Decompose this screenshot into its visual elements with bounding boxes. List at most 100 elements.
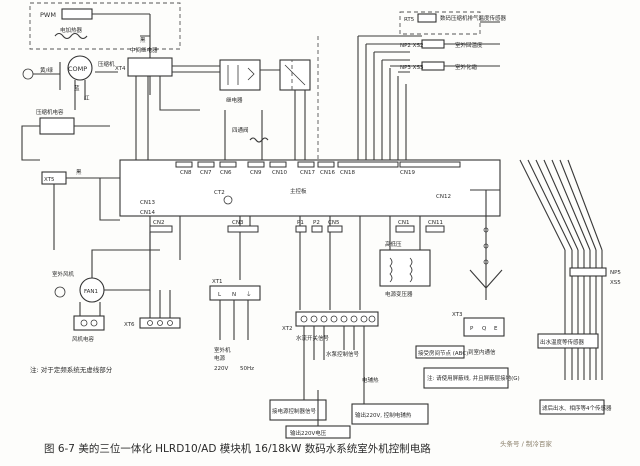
- sensor-bus-top: [358, 35, 422, 73]
- pwm-dashed-zone: [29, 2, 181, 50]
- four-way-valve-label: 四通阀: [232, 126, 249, 134]
- dashed-valve-wire: [291, 36, 319, 160]
- outdoor-fan-label: 室外风机: [52, 270, 75, 278]
- xt1-freq: 50Hz: [240, 366, 254, 372]
- transformer-coils: [389, 257, 413, 283]
- pwm-label: PWM: [40, 11, 56, 19]
- heater-label: 电加热器: [60, 26, 83, 34]
- np2-desc: 室外回温度: [455, 41, 483, 49]
- cn16-label: CN16: [320, 170, 335, 176]
- cn7-connector: [197, 161, 215, 168]
- fan-cap-terminal-1: [80, 319, 88, 327]
- xt2-signal-2: 水泵控制信号: [326, 350, 360, 358]
- chain-link-1: [483, 227, 489, 233]
- heater-coil: [54, 32, 88, 40]
- xt1-ground: ⏚: [246, 291, 252, 298]
- xt6-term-3: [167, 320, 173, 326]
- fan-cap-label: 风机电容: [72, 335, 95, 343]
- right-sensor-bus: [519, 159, 603, 251]
- ct2-symbol: [223, 195, 233, 205]
- cn9-connector: [247, 161, 265, 168]
- xt6-term-2: [157, 320, 163, 326]
- chain-link-2: [483, 243, 489, 249]
- jf-label: 接受房间节点 (ABC): [418, 349, 468, 357]
- p1-label: P1: [297, 220, 304, 226]
- compressor-wires: [33, 62, 118, 110]
- cn5-label: CN5: [328, 220, 340, 226]
- xt3-caption: 到室内通信: [468, 348, 496, 356]
- p1-connector: [295, 225, 307, 233]
- cn12-label: CN12: [436, 194, 451, 200]
- cn17-label: CN17: [300, 170, 315, 176]
- high-voltage-label: 高低压: [385, 240, 402, 248]
- main-board: [119, 159, 501, 217]
- diagram-note: 注: 对于定频系统无虚线部分: [30, 365, 113, 374]
- sensor-desc-2: 滤后出水、相序等4个传感器: [542, 404, 612, 412]
- transformer: [379, 249, 431, 287]
- xt3-block: [463, 317, 505, 337]
- xt2-term-5: [340, 315, 348, 323]
- xt2-leads: [303, 326, 365, 390]
- xs5-label: XS5: [610, 280, 621, 286]
- cn10-connector: [269, 161, 287, 168]
- xt2-term-1: [300, 315, 308, 323]
- xt4-wires: [135, 76, 200, 160]
- fan-label: FAN1: [84, 289, 98, 295]
- xt3-q: Q: [482, 326, 487, 332]
- np5-label: NP5: [610, 270, 621, 276]
- sensor-leads: [444, 21, 500, 67]
- middle-relay-label: 中间继电器: [130, 46, 158, 54]
- np3-connector: [421, 61, 445, 71]
- sensor-box-1: [537, 333, 599, 349]
- wire-color-black-2: 黑: [76, 169, 82, 176]
- xt2-label: XT2: [282, 326, 293, 332]
- attention-box: [423, 367, 509, 389]
- fan-wires: [79, 232, 160, 316]
- p2-connector: [311, 225, 323, 233]
- p2-label: P2: [313, 220, 320, 226]
- note-3: 输出220V, 控制电辅热: [355, 411, 412, 419]
- xt1-block: [209, 285, 261, 301]
- rt5-dashed-zone: [399, 11, 481, 35]
- compressor-capacitor: [39, 117, 75, 135]
- relay-contacts: [227, 65, 255, 85]
- cn8-label: CN8: [180, 170, 192, 176]
- sensor-box-2: [539, 399, 605, 415]
- sensor-bus: [357, 36, 407, 160]
- fan-ground: [54, 286, 66, 298]
- main-board-label: 主控板: [290, 187, 307, 195]
- cn18-label: CN18: [340, 170, 355, 176]
- xt4-label: XT4: [115, 66, 126, 72]
- note-leaders: [303, 372, 365, 426]
- xt2-term-6: [350, 315, 358, 323]
- xt2-term-8: [368, 315, 376, 323]
- sensor-desc-1: 出水温度等传感器: [540, 338, 585, 346]
- xt6-block: [139, 317, 181, 329]
- diagram-caption: 图 6-7 美的三位一体化 HLRD10/AD 模块机 16/18kW 数码水系…: [44, 442, 431, 455]
- cn13-label: CN13: [140, 200, 155, 206]
- ct2-label: CT2: [214, 190, 225, 196]
- cn2-label: CN2: [153, 220, 164, 226]
- wire-color-1: 黄/绿: [40, 66, 53, 74]
- cn11-label: CN11: [428, 220, 443, 226]
- xt1-n: N: [232, 292, 236, 298]
- compressor-cap-label: 压缩机电容: [36, 108, 64, 116]
- wire-color-black: 黑: [140, 37, 146, 44]
- np3-desc: 室外化霜: [455, 63, 478, 71]
- xt1-volt: 220V: [214, 366, 228, 372]
- watermark: 头条号 / 制冷百家: [500, 439, 552, 448]
- transformer-label: 电源变压器: [385, 290, 413, 298]
- cn10-label: CN10: [272, 170, 287, 176]
- xt1-leads: [219, 300, 249, 340]
- note-box-1: [269, 399, 327, 421]
- cn6-label: CN6: [220, 170, 232, 176]
- compressor-label: 压缩机: [98, 60, 115, 68]
- chain-link-3: [483, 259, 489, 265]
- cn17-connector: [297, 161, 315, 168]
- np2-connector: [421, 39, 445, 49]
- xt2-term-3: [320, 315, 328, 323]
- xt5-wires: [53, 177, 120, 250]
- xt6-label: XT6: [124, 322, 135, 328]
- relay-label: 继电器: [226, 96, 243, 104]
- cn16-connector: [317, 161, 335, 168]
